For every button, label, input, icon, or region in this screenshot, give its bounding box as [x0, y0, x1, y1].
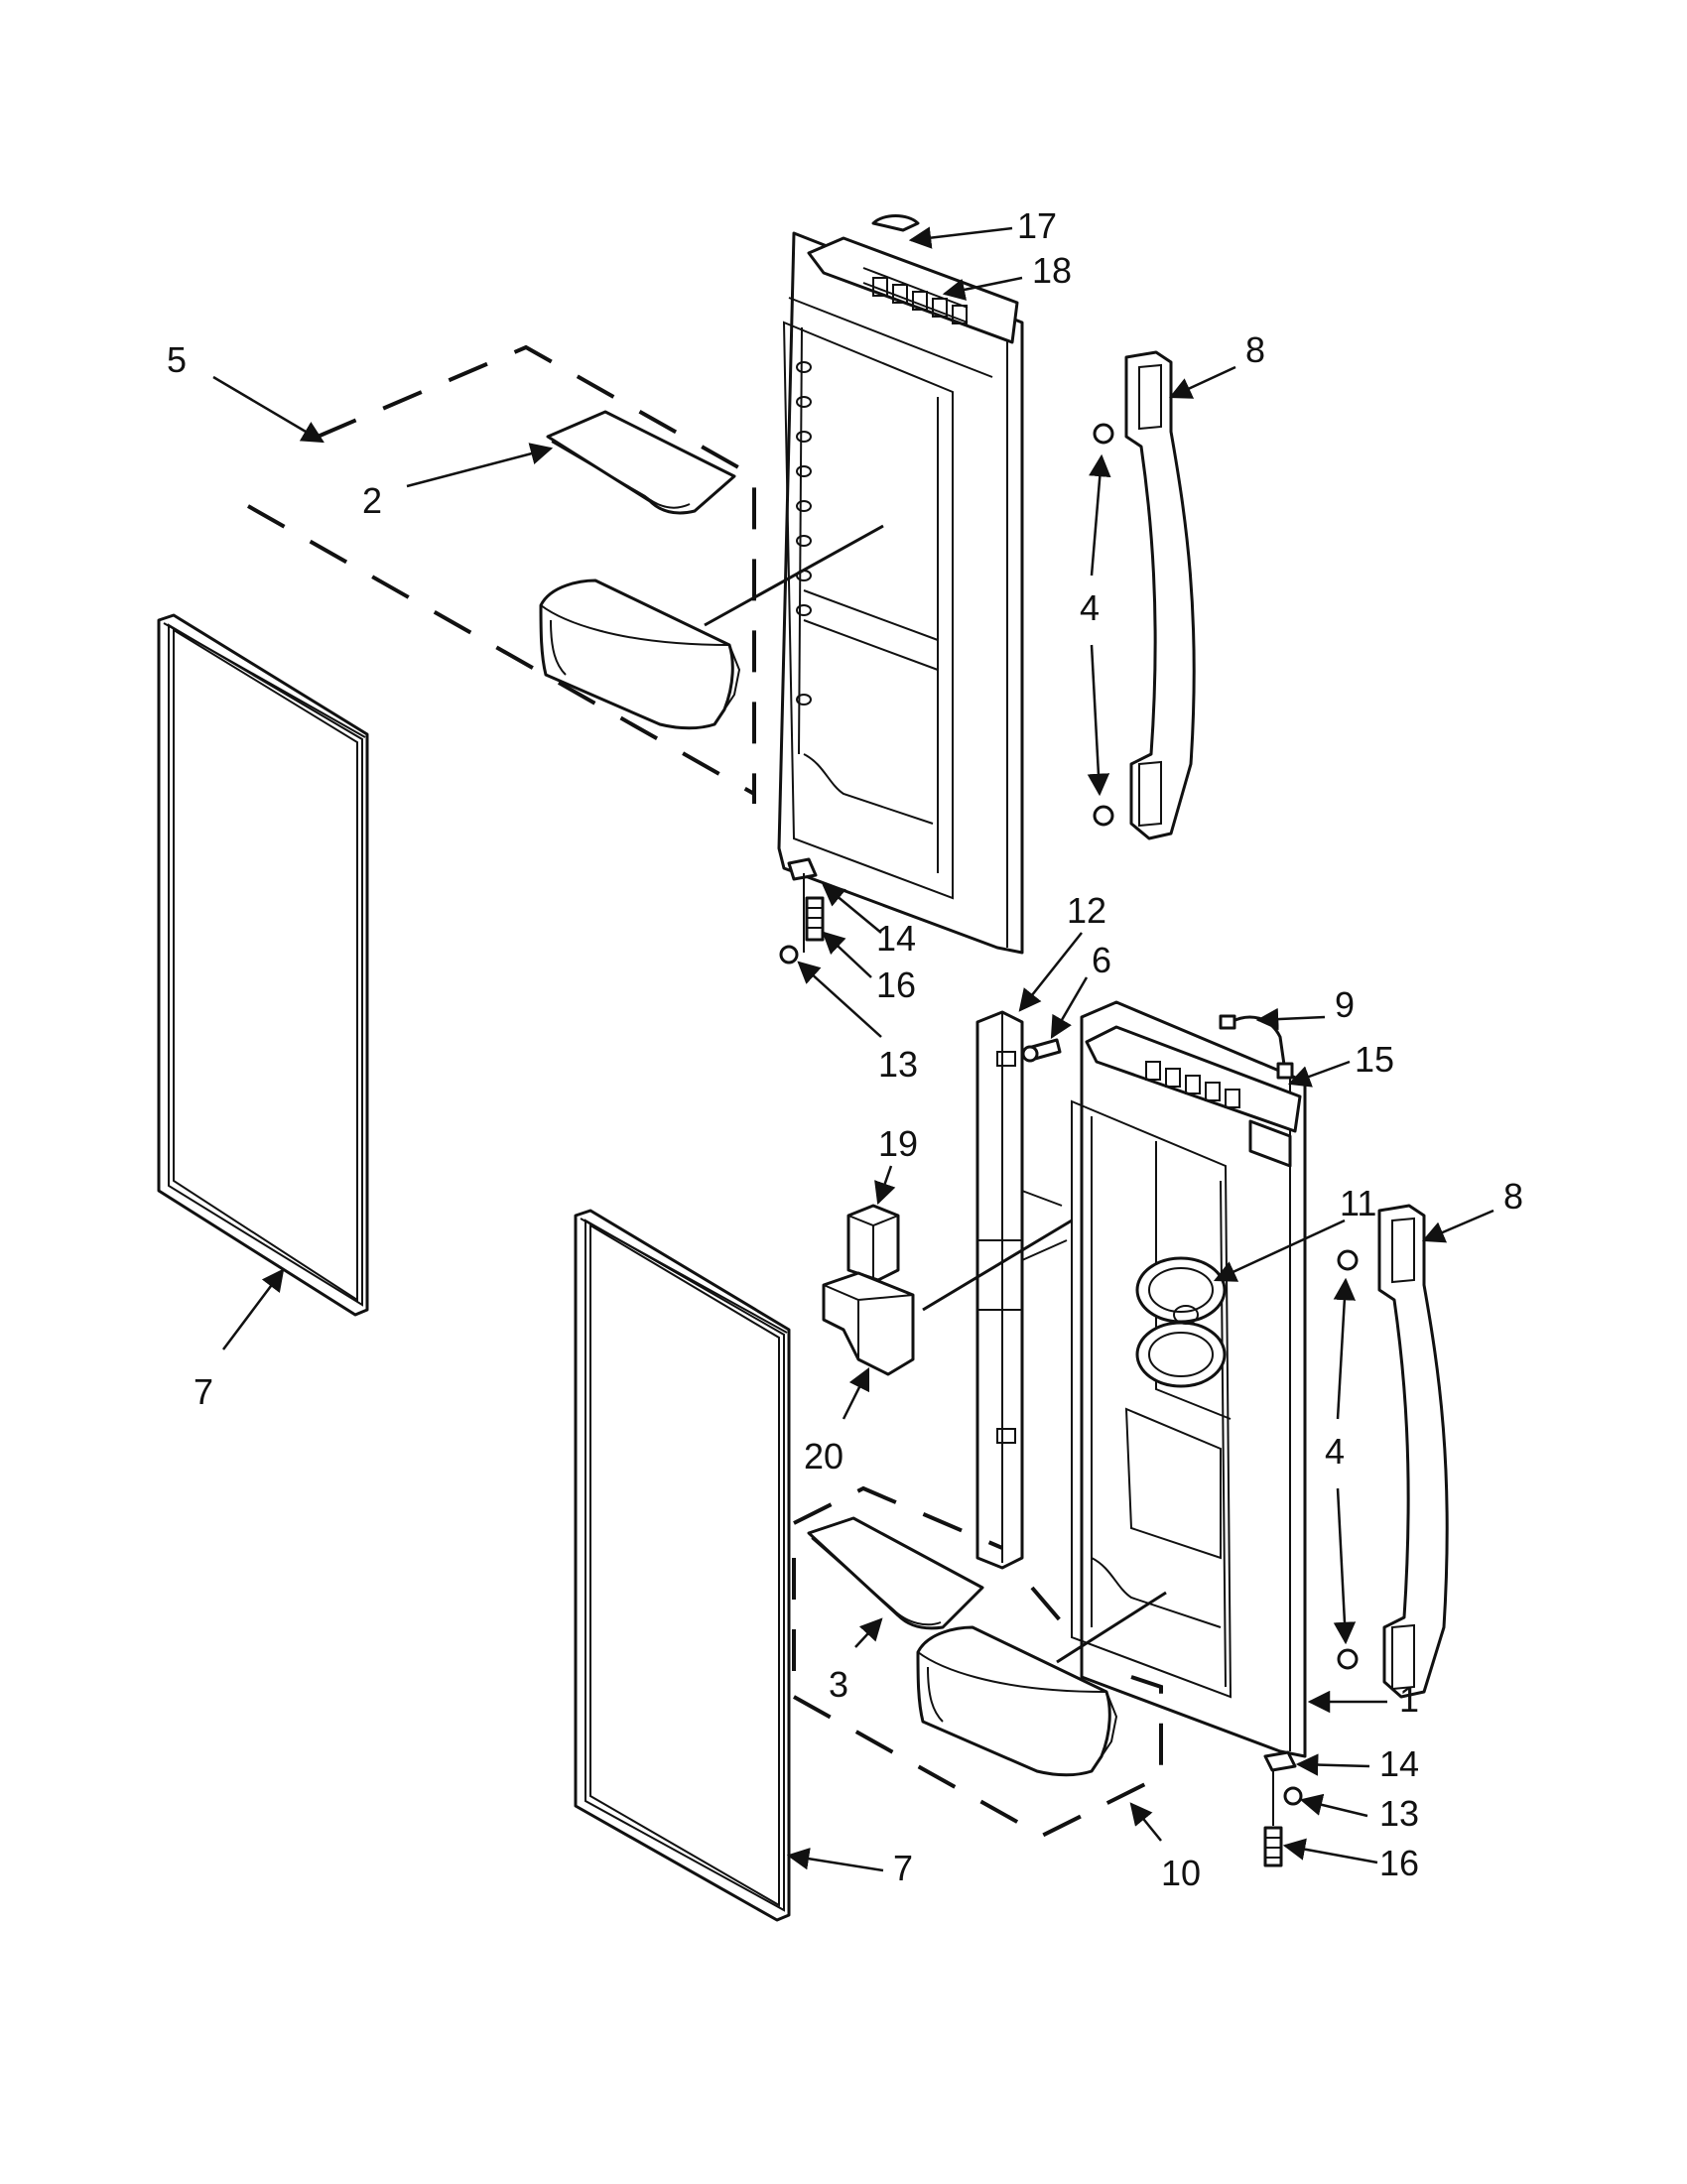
center-mullion [975, 1010, 1068, 1570]
chute-mount-line [922, 1219, 1073, 1312]
upper-door-bin [539, 578, 741, 730]
lower-handle [1337, 1204, 1449, 1699]
lower-door-gasket [574, 1209, 791, 1922]
upper-door-shelf-bumps [796, 361, 812, 706]
upper-handle [1093, 350, 1196, 840]
callout-18: 18 [1032, 250, 1072, 291]
callout-4-lower: 4 [1325, 1431, 1345, 1472]
upper-door-cap [871, 214, 920, 232]
callout-17: 17 [1017, 205, 1057, 246]
callout-19: 19 [878, 1123, 918, 1164]
upper-hinge-hardware [779, 857, 825, 964]
callout-1: 1 [1399, 1679, 1419, 1720]
upper-control-housing [807, 236, 1019, 344]
callout-4-upper: 4 [1080, 587, 1100, 628]
upper-shelf-cover [546, 410, 736, 515]
callout-9: 9 [1335, 984, 1355, 1025]
callout-14-lower: 14 [1379, 1743, 1419, 1784]
callout-14-upper: 14 [876, 918, 916, 959]
callout-6: 6 [1092, 940, 1111, 980]
dispenser-funnel [1135, 1256, 1227, 1388]
lower-shelf-cover [807, 1516, 984, 1630]
callout-8-upper: 8 [1245, 329, 1265, 370]
callout-labels: 17 18 8 5 2 4 7 12 14 6 16 9 13 15 19 11… [167, 205, 1523, 1893]
callout-11: 11 [1340, 1183, 1376, 1223]
upper-door-liner [777, 231, 1024, 955]
callout-5: 5 [167, 339, 187, 380]
callout-8-lower: 8 [1503, 1176, 1523, 1217]
lower-hinge-hardware [1263, 1750, 1303, 1867]
lower-door-bin [916, 1625, 1118, 1777]
callout-20: 20 [804, 1436, 844, 1477]
callout-3: 3 [829, 1664, 848, 1705]
callout-13-upper: 13 [878, 1044, 918, 1085]
mullion-screw [1021, 1038, 1062, 1063]
upper-bin-mount-line [704, 524, 884, 627]
callout-7-lower: 7 [893, 1848, 913, 1888]
callout-15: 15 [1355, 1039, 1394, 1080]
lower-bin-mount-line [1056, 1591, 1167, 1664]
lower-control-housing [1085, 1025, 1302, 1168]
callout-10: 10 [1161, 1853, 1201, 1893]
callout-16-upper: 16 [876, 964, 916, 1005]
ice-chute-upper [846, 1204, 900, 1282]
lower-bin-assembly-outline [792, 1485, 1163, 1839]
callout-13-lower: 13 [1379, 1793, 1419, 1834]
leader-arrows [212, 226, 1494, 1872]
callout-12: 12 [1067, 890, 1106, 931]
callout-2: 2 [362, 480, 382, 521]
upper-door-gasket [157, 613, 369, 1317]
callout-7-upper: 7 [194, 1371, 213, 1412]
ice-chute-lower [822, 1271, 915, 1376]
callout-16-lower: 16 [1379, 1843, 1419, 1883]
upper-bin-assembly-outline [247, 344, 756, 804]
